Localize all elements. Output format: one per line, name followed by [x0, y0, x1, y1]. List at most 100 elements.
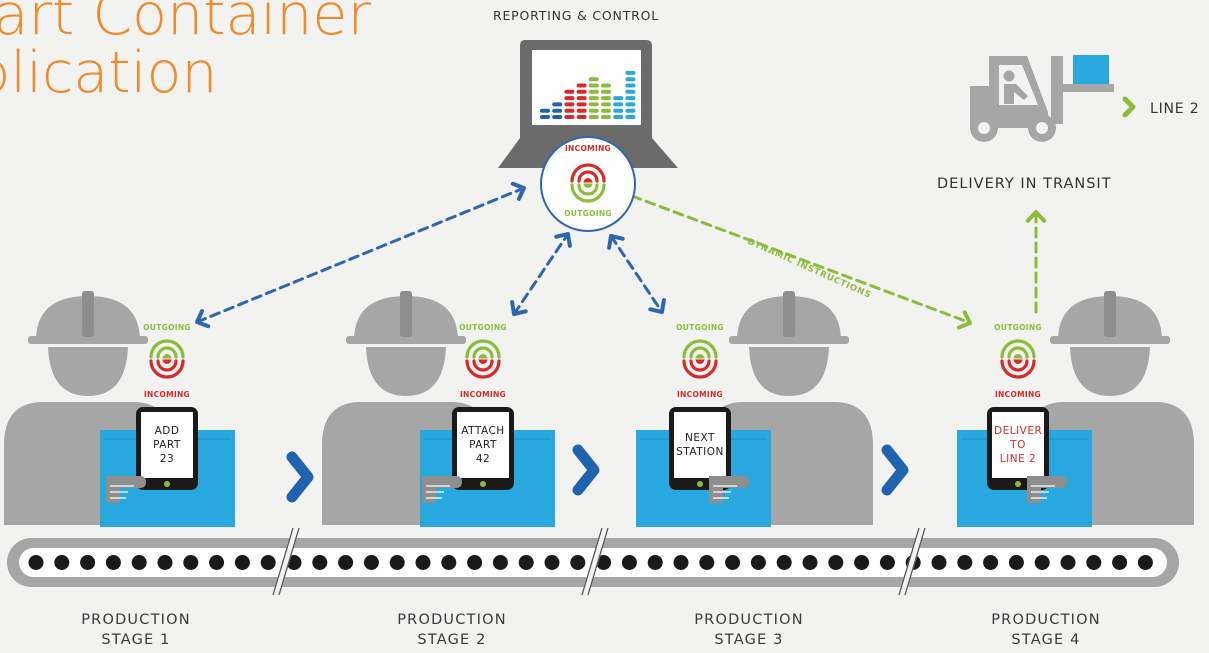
tablet-home-button: [480, 481, 486, 487]
tablet-screen-line: LINE 2: [999, 453, 1037, 465]
laptop-chart-bar: [588, 108, 599, 113]
laptop-chart-bar: [625, 70, 636, 75]
laptop-chart-bar: [613, 115, 624, 119]
tablet-screen-line: ADD: [154, 425, 180, 437]
conveyor-roller: [931, 555, 947, 570]
tablet-screen: [992, 412, 1044, 478]
tablet-home-button: [697, 481, 703, 487]
laptop-incoming-label: INCOMING: [564, 144, 612, 153]
signal-arc-top: [156, 346, 178, 359]
signal-arc-top: [1007, 346, 1029, 359]
signal-dot-bottom: [583, 183, 593, 188]
signal-arc-bottom: [465, 359, 501, 379]
signal-arc-bottom: [149, 359, 185, 379]
stage-chevron-icon: [572, 444, 600, 496]
stage-caption-3: PRODUCTION STAGE 3: [669, 610, 829, 650]
laptop-screen: [532, 50, 641, 125]
title-line-2: pplication: [0, 40, 218, 106]
link-stage1-head-start: [195, 309, 211, 329]
conveyor-roller: [544, 555, 560, 570]
conveyor-break-line: [587, 527, 609, 596]
stage-caption-line2: STAGE 2: [417, 632, 487, 648]
hard-hat-ridge: [783, 291, 795, 337]
signal-arc-bottom: [1000, 359, 1036, 379]
conveyor-roller: [802, 555, 818, 570]
laptop-chart-bar: [625, 115, 636, 119]
pointing-hand-icon: [709, 476, 749, 503]
delivery-in-transit-label: DELIVERY IN TRANSIT: [937, 176, 1112, 192]
conveyor-roller: [854, 555, 870, 570]
stage-caption-line1: PRODUCTION: [81, 612, 191, 628]
link-stage3-line: [609, 234, 664, 314]
conveyor-roller: [157, 555, 173, 570]
worker-head: [366, 347, 446, 396]
laptop-chart-bar: [564, 96, 575, 101]
stage-caption-line2: STAGE 3: [714, 632, 784, 648]
signal-arc-top: [472, 346, 494, 359]
conveyor-roller: [467, 555, 483, 570]
signal-arc-bottom: [577, 183, 599, 196]
conveyor-roller: [260, 555, 276, 570]
laptop-chart-bar: [564, 115, 575, 119]
forklift-wheel-front-hub: [1036, 122, 1048, 134]
hard-hat-brim: [346, 336, 466, 344]
conveyor-roller: [338, 555, 354, 570]
forklift-wheel-rear-hub: [978, 122, 990, 134]
conveyor-break-line: [898, 527, 920, 596]
conveyor-break-gap: [898, 526, 926, 597]
tablet-home-button: [164, 481, 170, 487]
laptop-chart-bar: [613, 108, 624, 113]
tablet-stage-1: [106, 407, 198, 503]
conveyor-break-line: [904, 527, 926, 596]
stage-caption-1: PRODUCTION STAGE 1: [56, 610, 216, 650]
laptop-chart-bar: [625, 83, 636, 88]
stage-caption-line2: STAGE 1: [101, 632, 171, 648]
laptop-chart-bar: [576, 83, 587, 88]
conveyor-roller: [209, 555, 225, 570]
forklift-icon: [970, 55, 1136, 142]
laptop-chart-bar: [588, 77, 599, 82]
line2-chevron-icon: [1122, 96, 1136, 118]
tablet-stage-2: [422, 407, 514, 503]
conveyor-roller: [415, 555, 431, 570]
laptop-chart-bar: [576, 96, 587, 101]
conveyor-roller: [570, 555, 586, 570]
signal-dot-bottom: [162, 359, 172, 365]
link-delivery-head: [1025, 210, 1047, 223]
laptop-chart-bar: [564, 108, 575, 113]
laptop-chart-bar: [625, 102, 636, 107]
stage-incoming-label: INCOMING: [676, 390, 724, 399]
conveyor-roller: [1008, 555, 1024, 570]
conveyor-roller: [234, 555, 250, 570]
hard-hat-ridge: [400, 291, 412, 337]
stage-chevron-icon: [286, 451, 314, 503]
tablet-screen-line: ATTACH: [461, 425, 505, 437]
conveyor-roller: [131, 555, 147, 570]
laptop-chart-bar: [576, 89, 587, 94]
forklift-driver-body: [1004, 84, 1028, 104]
link-stage2-head-end: [554, 232, 572, 248]
laptop-chart-bar: [588, 115, 599, 119]
conveyor-roller: [54, 555, 70, 570]
tablet-screen-line: PART: [469, 439, 497, 451]
laptop-chart-bar: [601, 83, 611, 88]
conveyor-roller: [389, 555, 405, 570]
conveyor-roller: [1086, 555, 1102, 570]
stage-incoming-label: INCOMING: [994, 390, 1042, 399]
conveyor-roller: [1112, 555, 1128, 570]
laptop-signal-icon: [570, 163, 606, 203]
link-dynamic-instructions-head: [956, 310, 972, 330]
stage-caption-line1: PRODUCTION: [694, 612, 804, 628]
link-stage3-head-end: [648, 298, 666, 314]
tablet-screen-line: STATION: [676, 446, 724, 458]
conveyor-roller: [699, 555, 715, 570]
hard-hat-brim: [729, 336, 849, 344]
tablet-screen-line: DELIVER: [994, 425, 1043, 437]
tablet-screen-line: PART: [153, 439, 181, 451]
laptop-chart-bar: [540, 108, 550, 113]
signal-arc-top: [465, 339, 501, 359]
signal-arc-bottom: [1007, 359, 1029, 372]
